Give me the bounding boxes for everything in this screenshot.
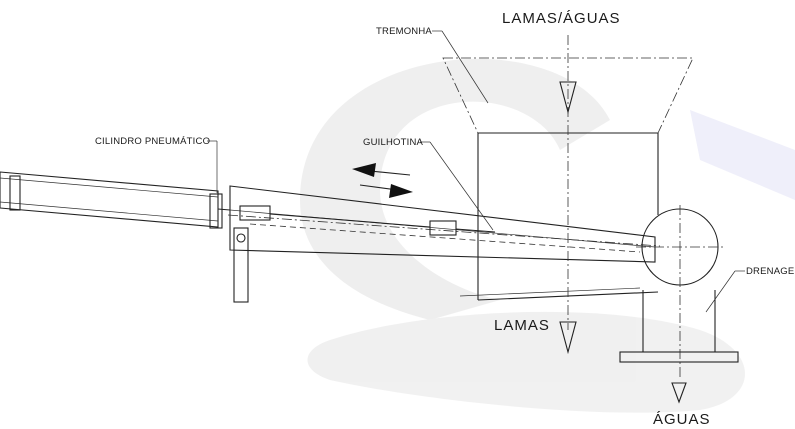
tremonha-label: TREMONHA — [376, 26, 432, 37]
lamas-label: LAMAS — [494, 317, 550, 334]
leader-lines — [207, 30, 745, 313]
watermark-logo — [300, 58, 795, 413]
motion-arrows — [352, 163, 413, 198]
cilindro-label: CILINDRO PNEUMÁTICO — [95, 136, 210, 147]
drenagem-label: DRENAGEN — [746, 266, 795, 277]
aguas-label: ÁGUAS — [653, 411, 711, 428]
hopper — [442, 35, 694, 330]
lamas-aguas-label: LAMAS/ÁGUAS — [502, 10, 621, 27]
flow-arrows — [559, 81, 687, 404]
drainage-elbow — [619, 205, 739, 380]
guillotine-housing — [227, 185, 661, 303]
pneumatic-cylinder — [0, 171, 231, 229]
guilhotina-label: GUILHOTINA — [363, 137, 424, 148]
